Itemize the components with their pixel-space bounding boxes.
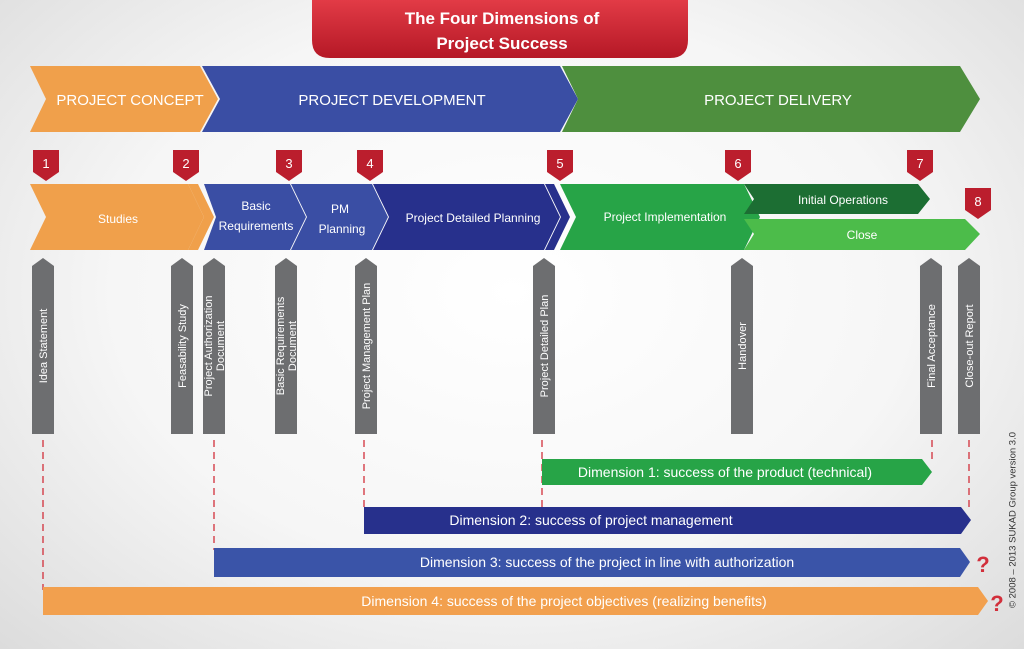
stage-implementation-arrow (560, 184, 760, 250)
phase-development-arrow (202, 66, 578, 132)
milestone-marker-6: 6 (725, 150, 751, 181)
deliverable-shape (920, 258, 942, 434)
deliverable-label: Close-out Report (964, 304, 976, 387)
deliverable-bars: Idea Statement Feasability Study Project A… (32, 258, 980, 434)
stage-studies-tip (188, 184, 214, 250)
milestone-number: 7 (916, 156, 923, 171)
stage-close-label: Close (847, 228, 878, 242)
deliverable-bar-1: Idea Statement (32, 258, 54, 434)
deliverable-label: Final Acceptance (926, 304, 938, 388)
deliverable-shape (171, 258, 193, 434)
deliverable-label: Document (287, 321, 299, 371)
stage-pm-planning-arrow (291, 184, 388, 250)
title-line-2: Project Success (436, 34, 567, 53)
stage-pm-planning-label-2: Planning (319, 222, 366, 236)
milestone-markers: 1 2 3 4 5 6 7 8 (33, 150, 991, 219)
phase-delivery-label: PROJECT DELIVERY (704, 92, 852, 109)
stage-initial-operations-arrow (744, 184, 930, 214)
dimension-arrows: Dimension 1: success of the product (tec… (43, 459, 1004, 616)
phase-row: PROJECT CONCEPT PROJECT DEVELOPMENT PROJ… (30, 66, 980, 132)
milestone-marker-5: 5 (547, 150, 573, 181)
title-line-1: The Four Dimensions of (405, 9, 600, 28)
deliverable-label: Project Management Plan (361, 283, 373, 410)
stage-detailed-planning-label: Project Detailed Planning (406, 211, 541, 225)
deliverable-label: Document (215, 321, 227, 371)
stage-basic-requirements-arrow (204, 184, 306, 250)
dimension-1-label: Dimension 1: success of the product (tec… (578, 464, 872, 480)
deliverable-label: Handover (737, 322, 749, 370)
deliverable-bar-5: Project Management Plan (355, 258, 377, 434)
stage-studies-arrow (30, 184, 204, 250)
milestone-number: 3 (285, 156, 292, 171)
milestone-number: 6 (734, 156, 741, 171)
milestone-number: 4 (366, 156, 373, 171)
dimension-2-arrow (364, 507, 971, 534)
dimension-3-label: Dimension 3: success of the project in l… (420, 554, 794, 570)
milestone-number: 1 (42, 156, 49, 171)
stage-detailed-planning-arrow (373, 184, 560, 250)
phase-concept-label: PROJECT CONCEPT (56, 92, 203, 109)
stage-row: Studies Basic Requirements PM Planning P… (30, 184, 980, 250)
milestone-shape (276, 150, 302, 181)
deliverable-bar-2: Feasability Study (171, 258, 193, 434)
deliverable-label: Basic Requirements (275, 296, 287, 395)
milestone-marker-3: 3 (276, 150, 302, 181)
deliverable-shape (32, 258, 54, 434)
connector-lines (42, 440, 970, 590)
milestone-shape (907, 150, 933, 181)
stage-detailed-planning-tip (545, 184, 570, 250)
deliverable-shape (203, 258, 225, 434)
dimension-4-label: Dimension 4: success of the project obje… (361, 593, 766, 609)
milestone-number: 2 (182, 156, 189, 171)
deliverable-shape (731, 258, 753, 434)
deliverable-label: Project Detailed Plan (539, 295, 551, 398)
phase-concept-arrow (30, 66, 218, 132)
milestone-shape (547, 150, 573, 181)
stage-basic-requirements-label-2: Requirements (219, 219, 294, 233)
deliverable-bar-7: Handover (731, 258, 753, 434)
deliverable-bar-9: Close-out Report (958, 258, 980, 434)
dimension-3-arrow (214, 548, 970, 577)
deliverable-shape (275, 258, 297, 434)
dimension-3-question-mark: ? (976, 552, 989, 577)
stage-pm-planning-label-1: PM (331, 202, 349, 216)
deliverable-shape (355, 258, 377, 434)
milestone-shape (965, 188, 991, 219)
milestone-shape (173, 150, 199, 181)
deliverable-shape (958, 258, 980, 434)
milestone-number: 5 (556, 156, 563, 171)
copyright-notice: © 2008 – 2013 SUKAD Group version 3.0 (1007, 432, 1019, 608)
milestone-shape (33, 150, 59, 181)
stage-initial-operations-label: Initial Operations (798, 193, 888, 207)
stage-studies-label: Studies (98, 212, 138, 226)
stage-close-arrow (744, 219, 980, 250)
dimension-1-arrow (542, 459, 932, 485)
deliverable-bar-6: Project Detailed Plan (533, 258, 555, 434)
phase-delivery-arrow (562, 66, 980, 132)
milestone-number: 8 (974, 194, 981, 209)
dimension-2-label: Dimension 2: success of project manageme… (449, 512, 732, 528)
milestone-shape (357, 150, 383, 181)
milestone-marker-7: 7 (907, 150, 933, 181)
dimension-4-question-mark: ? (990, 591, 1003, 616)
milestone-marker-1: 1 (33, 150, 59, 181)
milestone-marker-2: 2 (173, 150, 199, 181)
title-banner: The Four Dimensions of Project Success (312, 0, 688, 58)
deliverable-label: Idea Statement (38, 309, 50, 384)
milestone-marker-8: 8 (965, 188, 991, 219)
stage-basic-requirements-label-1: Basic (241, 199, 270, 213)
deliverable-shape (533, 258, 555, 434)
deliverable-label: Project Authorization (203, 296, 215, 397)
phase-development-label: PROJECT DEVELOPMENT (298, 92, 485, 109)
deliverable-bar-8: Final Acceptance (920, 258, 942, 434)
stage-implementation-label: Project Implementation (604, 210, 727, 224)
milestone-shape (725, 150, 751, 181)
dimension-4-arrow (43, 587, 988, 615)
milestone-marker-4: 4 (357, 150, 383, 181)
deliverable-label: Feasability Study (177, 304, 189, 388)
